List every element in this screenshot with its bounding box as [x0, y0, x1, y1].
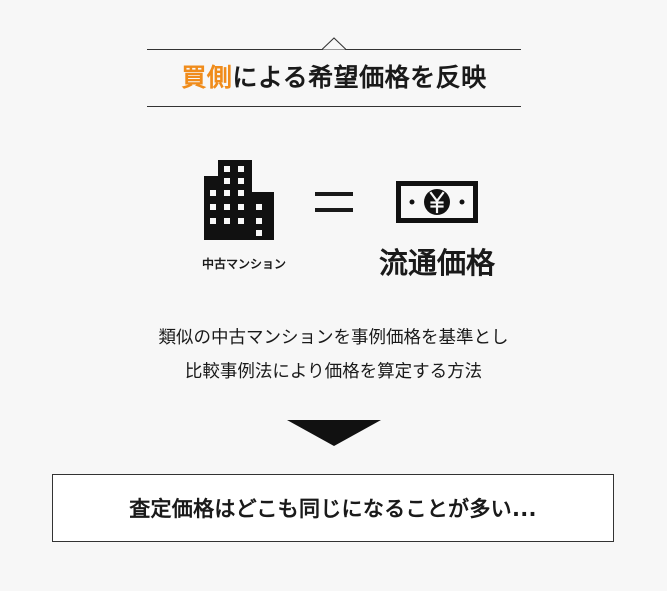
description-line-2: 比較事例法により価格を算定する方法: [184, 362, 483, 382]
header-notch-icon: [322, 37, 346, 50]
down-triangle-icon: [287, 420, 381, 446]
title-rest: による希望価格を反映: [232, 63, 487, 92]
page-title: 買側による希望価格を反映: [147, 60, 521, 96]
description-line-1: 類似の中古マンションを事例価格を基準とし: [158, 328, 509, 348]
yen-banknote-icon: [396, 181, 478, 223]
building-icon: [204, 160, 274, 240]
market-price-label: 流通価格: [378, 246, 495, 280]
method-description: 類似の中古マンションを事例価格を基準とし 比較事例法により価格を算定する方法: [80, 321, 587, 389]
header-bottom-rule: [147, 106, 521, 107]
equals-icon: [315, 192, 353, 212]
used-condo-label: 中古マンション: [201, 257, 286, 271]
conclusion-box: 査定価格はどこも同じになることが多い...: [52, 474, 614, 542]
title-accent: 買側: [181, 63, 233, 92]
conclusion-text: 査定価格はどこも同じになることが多い...: [129, 497, 537, 521]
